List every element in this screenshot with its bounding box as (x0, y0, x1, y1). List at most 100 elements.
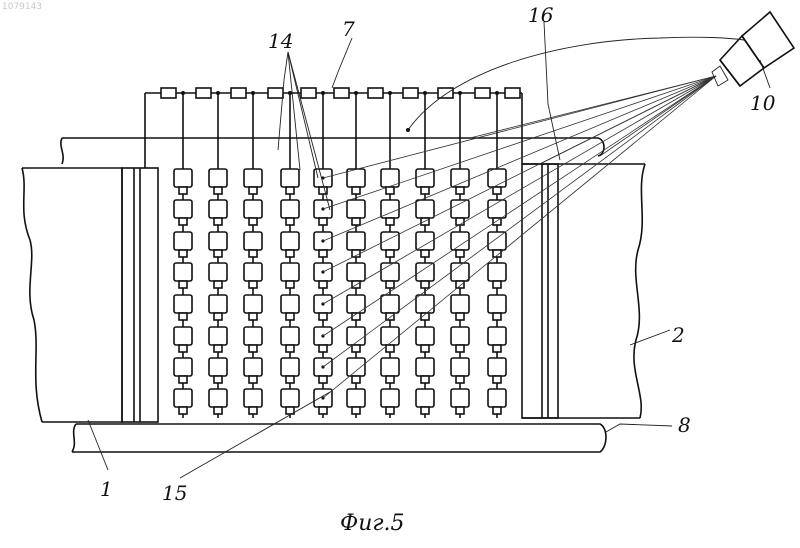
element-link (286, 345, 294, 352)
column-element (451, 358, 469, 376)
element-link (386, 250, 394, 257)
beam-line (600, 76, 716, 156)
beam-line (540, 76, 716, 164)
column-element (174, 358, 192, 376)
column-element (381, 327, 399, 345)
resistor (403, 88, 418, 98)
column-element (174, 169, 192, 187)
element-link (214, 345, 222, 352)
label-8: 8 (678, 413, 691, 437)
column-element (416, 358, 434, 376)
element-link (249, 218, 257, 225)
element-link (421, 187, 429, 194)
column-element (281, 263, 299, 281)
column-element (281, 358, 299, 376)
element-link (214, 407, 222, 414)
column-element (244, 358, 262, 376)
element-link (249, 345, 257, 352)
resistor (268, 88, 283, 98)
resistor (334, 88, 349, 98)
element-link (456, 187, 464, 194)
element-link (319, 281, 327, 288)
element-link (286, 218, 294, 225)
beam-line (323, 76, 716, 304)
element-link (319, 313, 327, 320)
element-link (319, 345, 327, 352)
element-link (249, 250, 257, 257)
element-link (386, 281, 394, 288)
element-link (214, 313, 222, 320)
column-element (244, 169, 262, 187)
column-element (451, 295, 469, 313)
element-link (286, 250, 294, 257)
element-link (179, 313, 187, 320)
element-link (319, 376, 327, 383)
element-link (214, 187, 222, 194)
column-element (488, 327, 506, 345)
column-element (174, 263, 192, 281)
resistor (505, 88, 520, 98)
camera-10 (712, 12, 794, 86)
frame-8 (61, 138, 606, 452)
element-link (214, 281, 222, 288)
element-link (286, 187, 294, 194)
resistor (231, 88, 246, 98)
element-link (352, 407, 360, 414)
element-link (386, 218, 394, 225)
right-block-2 (522, 164, 645, 418)
element-link (386, 345, 394, 352)
element-link (352, 376, 360, 383)
column-element (347, 232, 365, 250)
column-element (416, 263, 434, 281)
element-link (421, 250, 429, 257)
column-element (209, 327, 227, 345)
resistor (301, 88, 316, 98)
column-element (451, 389, 469, 407)
element-link (249, 281, 257, 288)
element-link (319, 218, 327, 225)
element-link (214, 250, 222, 257)
resistor (161, 88, 176, 98)
column-element (347, 263, 365, 281)
element-link (179, 281, 187, 288)
column-element (451, 327, 469, 345)
column-element (174, 295, 192, 313)
column-element (488, 295, 506, 313)
column-element (347, 389, 365, 407)
beam-line (323, 76, 716, 241)
element-link (456, 345, 464, 352)
cable-junction (406, 128, 410, 132)
element-link (493, 187, 501, 194)
element-link (352, 218, 360, 225)
element-link (179, 345, 187, 352)
column-element (209, 295, 227, 313)
column-element (416, 169, 434, 187)
element-link (456, 376, 464, 383)
element-link (456, 313, 464, 320)
column-element (281, 327, 299, 345)
column-element (488, 232, 506, 250)
element-link (421, 407, 429, 414)
column-element (174, 389, 192, 407)
beam-line (470, 76, 716, 138)
column-element (209, 263, 227, 281)
element-link (249, 376, 257, 383)
element-link (493, 281, 501, 288)
column-element (488, 389, 506, 407)
column-element (281, 200, 299, 218)
element-link (386, 313, 394, 320)
resistor (196, 88, 211, 98)
column-element (244, 295, 262, 313)
column-element (347, 200, 365, 218)
element-link (249, 187, 257, 194)
column-element (381, 263, 399, 281)
column-element (281, 295, 299, 313)
column-element (488, 358, 506, 376)
column-element (416, 389, 434, 407)
column-element (381, 389, 399, 407)
column-element (488, 263, 506, 281)
document-id-watermark: 1079143 (2, 2, 42, 12)
column-element (451, 200, 469, 218)
label-16: 16 (528, 3, 554, 27)
